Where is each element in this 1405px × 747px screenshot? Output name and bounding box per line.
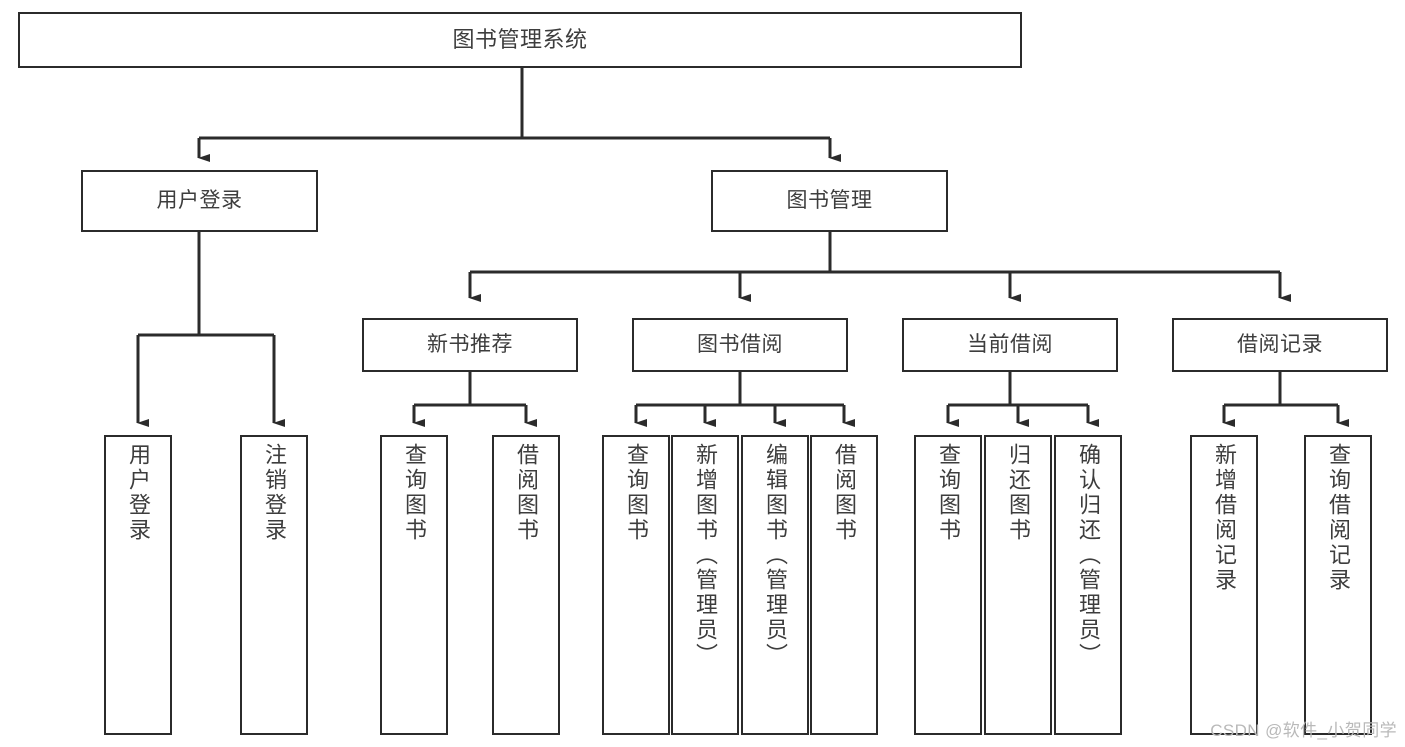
leaf-query-record[interactable]: 查询借阅记录: [1304, 435, 1372, 735]
node-current-borrow-label: 当前借阅: [967, 332, 1053, 356]
node-borrow-record-label: 借阅记录: [1237, 332, 1323, 356]
leaf-query-book-1[interactable]: 查询图书: [380, 435, 448, 735]
leaf-borrow-book-2-label: 借阅图书: [832, 443, 857, 543]
watermark: CSDN @软件_小贺同学: [1210, 721, 1397, 740]
leaf-return-book-label: 归还图书: [1006, 443, 1031, 543]
node-book-manage-label: 图书管理: [786, 188, 873, 212]
node-book-borrow[interactable]: 图书借阅: [632, 318, 848, 372]
node-borrow-record[interactable]: 借阅记录: [1172, 318, 1388, 372]
node-book-borrow-label: 图书借阅: [697, 332, 783, 356]
leaf-query-book-1-label: 查询图书: [402, 443, 427, 543]
leaf-query-book-3-label: 查询图书: [936, 443, 961, 543]
leaf-edit-book[interactable]: 编辑图书（管理员）: [741, 435, 809, 735]
node-new-book-recommend[interactable]: 新书推荐: [362, 318, 578, 372]
leaf-return-book[interactable]: 归还图书: [984, 435, 1052, 735]
leaf-query-book-2-label: 查询图书: [624, 443, 649, 543]
leaf-borrow-book-1[interactable]: 借阅图书: [492, 435, 560, 735]
leaf-logout-label: 注销登录: [262, 443, 287, 543]
leaf-query-record-label: 查询借阅记录: [1326, 443, 1351, 593]
node-current-borrow[interactable]: 当前借阅: [902, 318, 1118, 372]
node-user-login-label: 用户登录: [156, 188, 243, 212]
leaf-confirm-return-label: 确认归还（管理员）: [1076, 443, 1101, 668]
node-book-manage[interactable]: 图书管理: [711, 170, 948, 232]
node-root-label: 图书管理系统: [452, 27, 588, 53]
leaf-user-login-label: 用户登录: [126, 443, 151, 543]
node-root[interactable]: 图书管理系统: [18, 12, 1022, 68]
node-new-book-recommend-label: 新书推荐: [427, 332, 513, 356]
leaf-add-record-label: 新增借阅记录: [1212, 443, 1237, 593]
leaf-query-book-3[interactable]: 查询图书: [914, 435, 982, 735]
leaf-borrow-book-2[interactable]: 借阅图书: [810, 435, 878, 735]
node-user-login[interactable]: 用户登录: [81, 170, 318, 232]
leaf-confirm-return[interactable]: 确认归还（管理员）: [1054, 435, 1122, 735]
leaf-add-record[interactable]: 新增借阅记录: [1190, 435, 1258, 735]
leaf-borrow-book-1-label: 借阅图书: [514, 443, 539, 543]
leaf-add-book[interactable]: 新增图书（管理员）: [671, 435, 739, 735]
leaf-query-book-2[interactable]: 查询图书: [602, 435, 670, 735]
leaf-logout[interactable]: 注销登录: [240, 435, 308, 735]
leaf-edit-book-label: 编辑图书（管理员）: [763, 443, 788, 668]
leaf-add-book-label: 新增图书（管理员）: [693, 443, 718, 668]
leaf-user-login[interactable]: 用户登录: [104, 435, 172, 735]
